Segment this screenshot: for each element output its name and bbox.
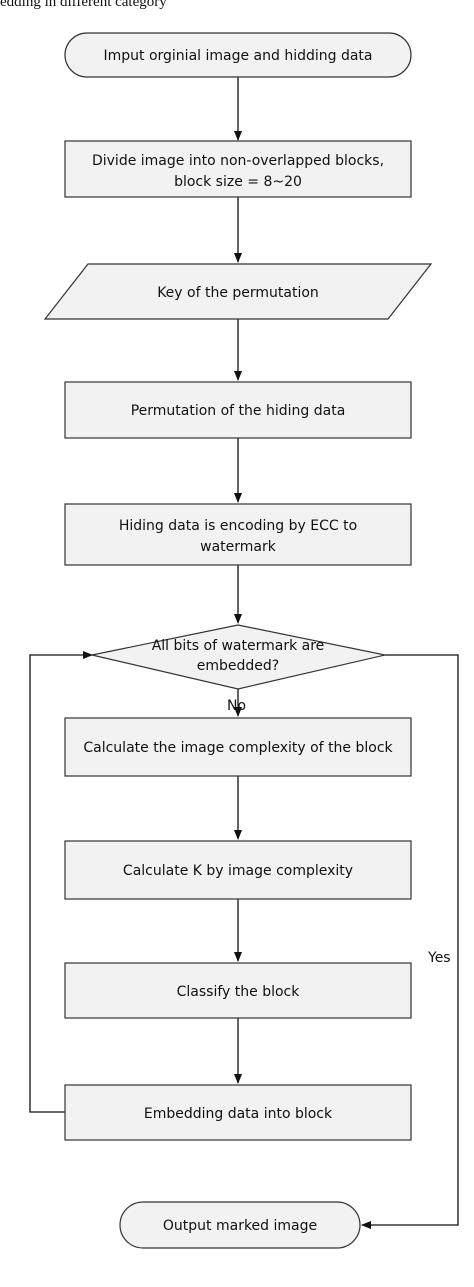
edge-label-no: No	[227, 698, 246, 714]
node-n11: Output marked image	[119, 1201, 361, 1249]
node-n2-line-2: block size = 8~20	[174, 174, 302, 190]
node-n11-line-1: Output marked image	[163, 1218, 317, 1234]
node-n2-line-1: Divide image into non-overlapped blocks,	[92, 153, 384, 169]
figure-caption: edding in different category	[0, 0, 167, 10]
node-n7-line-1: Calculate the image complexity of the bl…	[83, 740, 393, 756]
node-n5-line-1: Hiding data is encoding by ECC to	[119, 518, 357, 534]
node-n9: Classify the block	[64, 962, 412, 1019]
node-n6-line-2: embedded?	[197, 658, 279, 674]
node-n5-line-2: watermark	[200, 539, 277, 555]
node-n6: All bits of watermark are embedded?	[91, 624, 386, 690]
edge-n6-n11-yes	[361, 654, 459, 1229]
node-n8-line-1: Calculate K by image complexity	[123, 863, 353, 879]
node-n3-line-1: Key of the permutation	[157, 285, 319, 301]
node-n8: Calculate K by image complexity	[64, 840, 412, 900]
node-n5: Hiding data is encoding by ECC to waterm…	[64, 503, 412, 566]
connectors	[29, 77, 459, 1229]
node-n6-line-1: All bits of watermark are	[152, 638, 325, 654]
node-n4-line-1: Permutation of the hiding data	[131, 403, 346, 419]
edge-n10-n6-loop	[29, 651, 93, 1113]
node-n2: Divide image into non-overlapped blocks,…	[64, 140, 412, 198]
node-n9-line-1: Classify the block	[177, 984, 301, 1000]
edge-label-yes: Yes	[427, 950, 451, 966]
node-n10: Embedding data into block	[64, 1084, 412, 1141]
node-n7: Calculate the image complexity of the bl…	[64, 717, 412, 777]
node-n1-line-1: Imput orginial image and hidding data	[103, 48, 372, 64]
node-n10-line-1: Embedding data into block	[144, 1106, 333, 1122]
node-n4: Permutation of the hiding data	[64, 381, 412, 439]
node-n3: Key of the permutation	[43, 263, 433, 320]
node-n1: Imput orginial image and hidding data	[64, 32, 412, 78]
nodes: Imput orginial image and hidding data Di…	[43, 32, 433, 1249]
